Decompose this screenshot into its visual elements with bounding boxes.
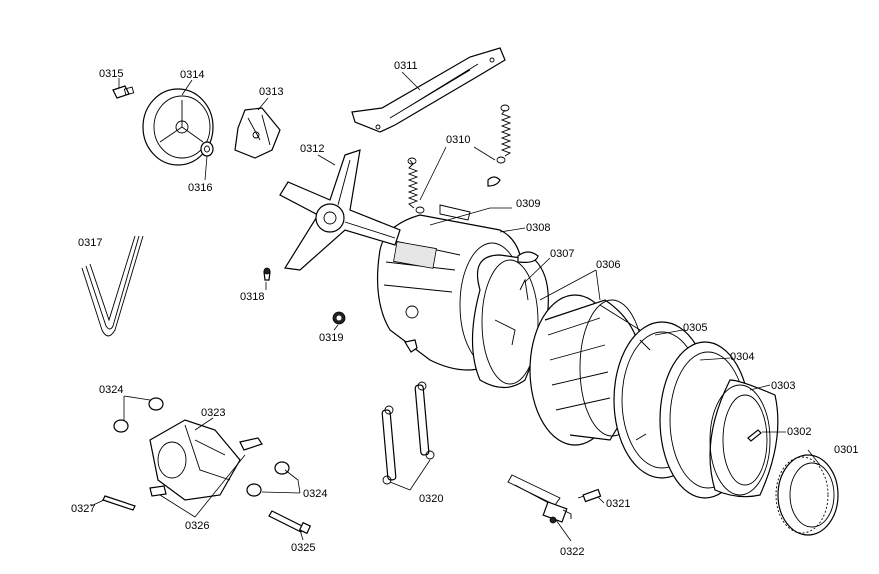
- part-0320-shock-absorbers: [381, 381, 435, 485]
- label-0321: 0321: [606, 498, 630, 510]
- label-0324-bottom: 0324: [303, 488, 327, 500]
- label-0306: 0306: [596, 259, 620, 271]
- label-0318: 0318: [240, 291, 264, 303]
- part-0323-motor: [149, 419, 263, 501]
- part-0302-pin: [747, 429, 762, 442]
- part-0327-brush: [102, 495, 136, 511]
- part-0316-washer: [200, 141, 214, 157]
- part-0322-heater: [507, 474, 572, 524]
- label-0319: 0319: [319, 332, 343, 344]
- part-0315-bolt: [112, 85, 135, 99]
- label-0302: 0302: [787, 426, 811, 438]
- label-0312: 0312: [300, 143, 324, 155]
- label-0315: 0315: [99, 68, 123, 80]
- label-0325: 0325: [291, 542, 315, 554]
- part-0301-door-ring: [775, 454, 839, 536]
- part-0311-top-bracket: [351, 47, 506, 133]
- label-0311: 0311: [394, 60, 418, 72]
- part-0303-front-cover: [709, 379, 779, 498]
- part-0307-tub-front: [471, 251, 549, 389]
- part-0319-nut: [332, 311, 346, 325]
- part-0317-belt: [81, 235, 144, 337]
- part-0314-pulley: [142, 88, 214, 166]
- label-0307: 0307: [550, 248, 574, 260]
- label-0324-top: 0324: [99, 384, 123, 396]
- part-0312-spider: [279, 149, 401, 271]
- label-0317: 0317: [78, 237, 102, 249]
- label-0316: 0316: [188, 182, 212, 194]
- label-0309: 0309: [516, 198, 540, 210]
- label-0313: 0313: [259, 86, 283, 98]
- label-0308: 0308: [526, 222, 550, 234]
- part-0324-feet: [113, 397, 290, 497]
- label-0303: 0303: [771, 380, 795, 392]
- label-0310: 0310: [446, 134, 470, 146]
- leader-lines: [90, 71, 821, 542]
- part-labels: 0301 0302 0303 0304 0305 0306 0307 0308 …: [71, 60, 858, 558]
- label-0304: 0304: [730, 351, 754, 363]
- label-0326: 0326: [185, 520, 209, 532]
- label-0314: 0314: [180, 69, 204, 81]
- label-0327: 0327: [71, 503, 95, 515]
- label-0323: 0323: [201, 407, 225, 419]
- label-0322: 0322: [560, 546, 584, 558]
- part-0313-bracket: [234, 107, 281, 159]
- part-0318-screw: [263, 267, 271, 281]
- part-0325-bolt: [268, 510, 312, 535]
- label-0301: 0301: [834, 444, 858, 456]
- label-0320: 0320: [419, 493, 443, 505]
- part-0310-springs: [407, 104, 512, 214]
- label-0305: 0305: [683, 322, 707, 334]
- part-0321-sensor: [577, 488, 602, 503]
